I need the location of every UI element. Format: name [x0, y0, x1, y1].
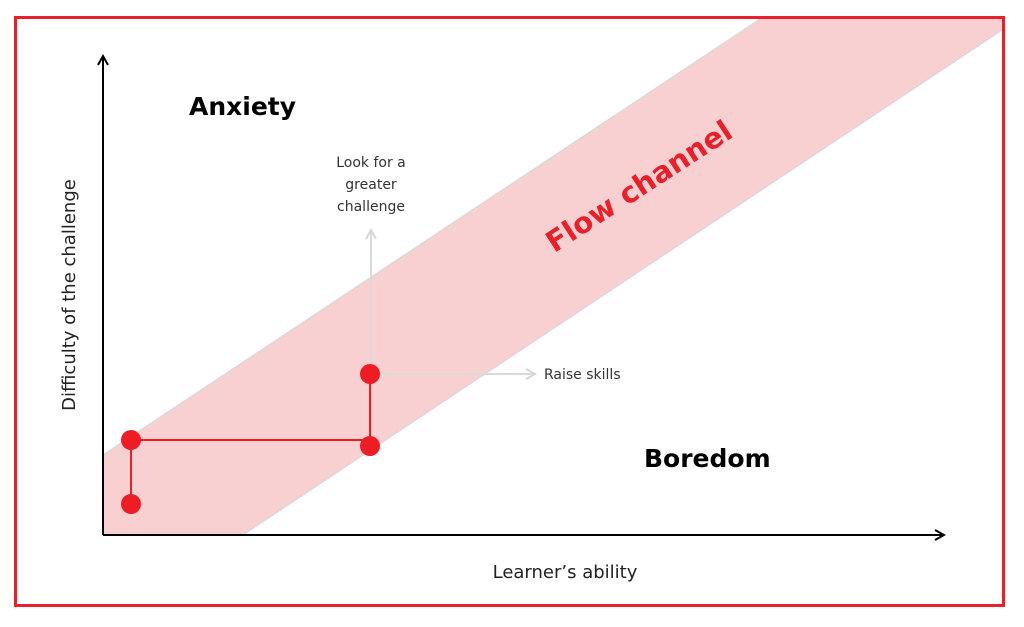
path-point — [360, 436, 380, 456]
y-axis-label: Difficulty of the challenge — [59, 179, 80, 411]
x-axis-label: Learner’s ability — [493, 562, 638, 583]
path-point — [121, 494, 141, 514]
boredom-label: Boredom — [644, 444, 771, 473]
challenge-annotation-line-3: challenge — [337, 199, 405, 215]
skills-annotation: Raise skills — [544, 367, 621, 383]
path-point — [121, 430, 141, 450]
challenge-annotation-line-2: greater — [345, 177, 397, 193]
anxiety-label: Anxiety — [189, 92, 296, 121]
path-point — [360, 364, 380, 384]
flow-channel-upper-edge — [102, 19, 761, 456]
challenge-annotation-line-1: Look for a — [336, 155, 406, 171]
flow-channel-fill — [103, 19, 1002, 535]
diagram-frame — [14, 16, 1005, 607]
progression-path — [121, 364, 380, 514]
flow-channel-lower-edge — [242, 29, 1002, 536]
